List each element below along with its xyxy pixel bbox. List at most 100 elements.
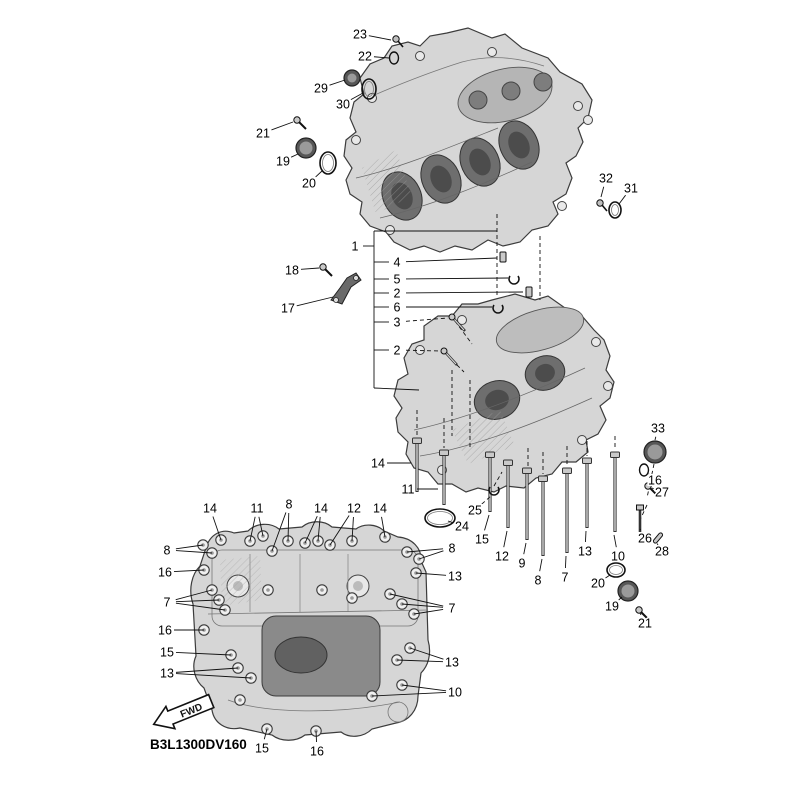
bracket-part (330, 272, 362, 305)
callout-leader-line (350, 92, 364, 101)
alignment-dashed-line (639, 504, 648, 521)
callout-2: 2 (394, 286, 401, 300)
bolt-part (610, 451, 620, 532)
callout-28: 28 (655, 544, 669, 558)
bolt-small-part (635, 606, 649, 620)
callout-leader-line (401, 603, 444, 608)
callout-8: 8 (286, 497, 293, 511)
callout-leader-line (639, 528, 642, 531)
bolt-part (412, 437, 422, 492)
dowel-part (499, 251, 507, 263)
bolt-part (503, 459, 513, 528)
callout-leader-line (175, 550, 213, 554)
callout-7: 7 (449, 601, 456, 615)
callout-23: 23 (353, 27, 367, 41)
callout-10: 10 (448, 685, 462, 699)
callout-leader-line (175, 544, 204, 550)
callout-21: 21 (256, 126, 270, 140)
callout-leader-line (300, 267, 320, 270)
callout-leader-line (651, 487, 654, 490)
callout-11: 11 (251, 501, 264, 515)
bolt-hole-center (266, 588, 270, 592)
callout-leader-line (175, 651, 232, 656)
case-rib (371, 57, 545, 97)
callout-leader-line (405, 257, 498, 263)
callout-leader-line (212, 516, 222, 541)
callout-17: 17 (281, 301, 295, 315)
upper-crankcase-illustration (343, 27, 593, 253)
callout-1: 1 (352, 239, 359, 253)
callout-8: 8 (449, 541, 456, 555)
callout-3: 3 (394, 315, 401, 329)
callout-18: 18 (285, 263, 299, 277)
callout-10: 10 (611, 549, 625, 563)
callout-12: 12 (347, 501, 361, 515)
callout-leader-line (351, 516, 354, 542)
callout-29: 29 (314, 81, 328, 95)
callout-leader-line (618, 194, 626, 205)
case-rib (379, 161, 533, 219)
callout-leader-line (315, 730, 318, 743)
callout-leader-line (415, 572, 447, 576)
callout-21: 21 (638, 616, 652, 630)
callout-leader-line (405, 317, 449, 322)
callout-16: 16 (158, 565, 172, 579)
pin-part (652, 532, 664, 544)
callout-leader-line (447, 520, 454, 524)
callout-leader-line (405, 291, 524, 294)
dowel-part (525, 286, 533, 298)
callout-leader-line (405, 349, 441, 352)
oring-part (319, 151, 337, 175)
callout-16: 16 (310, 744, 324, 758)
case-rib (355, 127, 499, 179)
washer-part (388, 51, 400, 65)
callout-13: 13 (160, 666, 174, 680)
bolt-hole-center (238, 698, 242, 702)
callout-leader-line (405, 277, 509, 280)
case-rib (419, 397, 593, 457)
crank-opening-inner (535, 363, 555, 383)
callout-26: 26 (638, 531, 652, 545)
callout-leader-line (373, 56, 390, 59)
callout-leader-line (175, 667, 239, 673)
screw-part (596, 199, 608, 212)
callout-leader-line (287, 512, 290, 542)
lower-crankcase-illustration (393, 293, 615, 493)
callout-leader-line (600, 186, 605, 198)
callout-33: 33 (651, 421, 665, 435)
bearing-boss-inner (353, 581, 363, 591)
bolt-down-part (636, 504, 644, 532)
callout-13: 13 (448, 569, 462, 583)
callout-leader-line (654, 436, 657, 441)
bolt-part (522, 467, 532, 540)
oring-part (606, 562, 626, 578)
callout-2: 2 (394, 343, 401, 357)
callout-leader-line (413, 608, 444, 615)
callout-14: 14 (314, 501, 328, 515)
callout-31: 31 (624, 181, 638, 195)
oil-pickup-opening (274, 636, 328, 674)
callout-19: 19 (276, 154, 290, 168)
callout-20: 20 (591, 576, 605, 590)
callout-30: 30 (336, 97, 350, 111)
callout-bracket-line (373, 387, 420, 391)
callout-12: 12 (495, 549, 509, 563)
bolt-part (485, 451, 495, 512)
callout-leader-line (639, 612, 642, 616)
callout-leader-line (503, 530, 508, 548)
callout-24: 24 (455, 519, 469, 533)
callout-13: 13 (445, 655, 459, 669)
callout-leader-line (613, 534, 617, 548)
callout-6: 6 (394, 300, 401, 314)
callout-leader-line (523, 542, 527, 555)
callout-9: 9 (519, 556, 526, 570)
callout-leader-line (329, 79, 346, 86)
callout-leader-line (290, 153, 299, 158)
callout-leader-line (656, 543, 659, 546)
callout-leader-line (315, 170, 323, 178)
lower-case-bolt-bosses (415, 315, 613, 475)
cam-journal (468, 90, 488, 110)
callout-14: 14 (373, 501, 387, 515)
